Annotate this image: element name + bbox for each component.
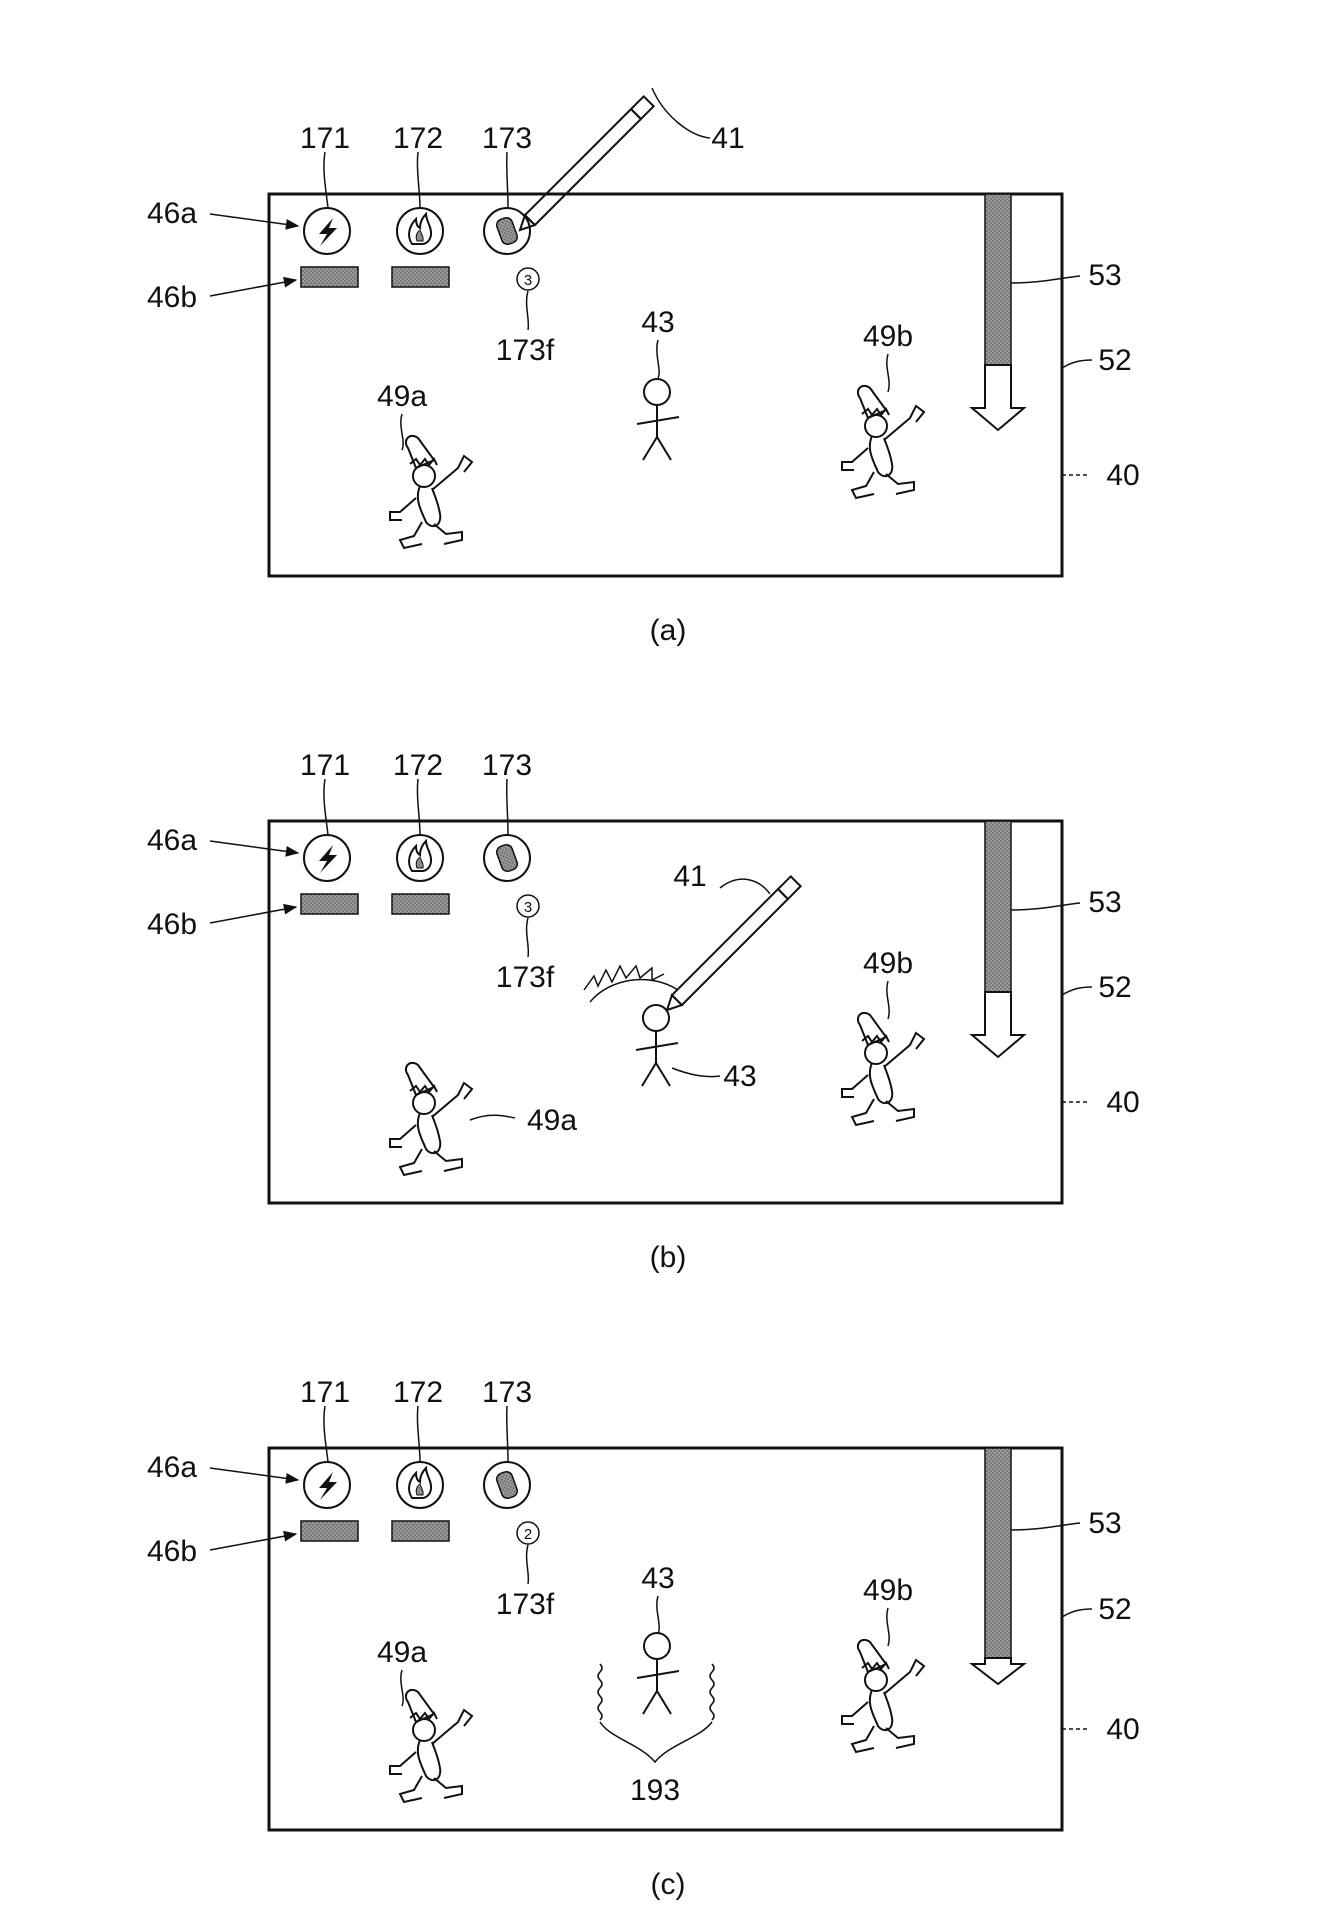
label-173: 173 xyxy=(482,122,532,155)
label-172: 172 xyxy=(393,749,443,782)
down-arrow-icon xyxy=(969,991,1027,1059)
aura-effect-left xyxy=(597,1663,603,1721)
fire-icon xyxy=(396,834,444,882)
label-171: 171 xyxy=(300,122,350,155)
label-40: 40 xyxy=(1106,1086,1139,1119)
enemy-elf-b xyxy=(841,1638,925,1753)
screen-frame xyxy=(267,819,1064,1205)
lightning-icon xyxy=(303,207,351,255)
label-53: 53 xyxy=(1088,1507,1121,1540)
caption-b: (b) xyxy=(650,1241,687,1274)
label-173: 173 xyxy=(482,1376,532,1409)
fire-icon xyxy=(396,1461,444,1509)
panel-b: 171 172 173 3 173f 46a 46b 41 43 49a 49b xyxy=(147,749,1140,1274)
caption-c: (c) xyxy=(651,1868,686,1901)
label-171: 171 xyxy=(300,1376,350,1409)
label-46b: 46b xyxy=(147,281,197,314)
item-count: 3 xyxy=(524,272,532,289)
label-43: 43 xyxy=(723,1060,756,1093)
stylus xyxy=(661,875,802,1016)
label-43: 43 xyxy=(641,1562,674,1595)
skill-bar xyxy=(391,1520,450,1542)
label-171: 171 xyxy=(300,749,350,782)
player-character xyxy=(636,1632,680,1715)
label-49a: 49a xyxy=(377,1636,427,1669)
label-46b: 46b xyxy=(147,908,197,941)
label-53: 53 xyxy=(1088,259,1121,292)
capsule-icon xyxy=(483,1461,531,1509)
gauge-fill xyxy=(984,193,1012,366)
label-41: 41 xyxy=(711,122,744,155)
label-40: 40 xyxy=(1106,459,1139,492)
enemy-elf-a xyxy=(389,1688,473,1803)
gauge xyxy=(969,193,1027,432)
label-173: 173 xyxy=(482,749,532,782)
skill-bar xyxy=(391,893,450,915)
aura-effect-right xyxy=(709,1663,715,1721)
label-52: 52 xyxy=(1098,971,1131,1004)
skill-bar xyxy=(300,893,359,915)
label-46b: 46b xyxy=(147,1535,197,1568)
player-character xyxy=(635,1004,679,1087)
down-arrow-icon xyxy=(969,1657,1027,1686)
item-count: 3 xyxy=(524,899,532,916)
skill-bar xyxy=(300,1520,359,1542)
capsule-icon xyxy=(483,207,531,255)
enemy-elf-a xyxy=(389,1061,473,1176)
label-41: 41 xyxy=(673,860,706,893)
player-character xyxy=(636,378,680,461)
label-173f: 173f xyxy=(496,334,555,367)
spark-effect xyxy=(583,964,665,991)
label-172: 172 xyxy=(393,1376,443,1409)
label-40: 40 xyxy=(1106,1713,1139,1746)
enemy-elf-a xyxy=(389,434,473,549)
label-172: 172 xyxy=(393,122,443,155)
down-arrow-icon xyxy=(969,364,1027,432)
enemy-elf-b xyxy=(841,384,925,499)
lightning-icon xyxy=(303,1461,351,1509)
gauge-fill xyxy=(984,1447,1012,1659)
gauge-fill xyxy=(984,820,1012,993)
panel-a: 171 172 173 3 173f 46a 46b 41 43 49a xyxy=(147,87,1140,647)
gauge xyxy=(969,820,1027,1059)
enemy-elf-b xyxy=(841,1011,925,1126)
label-52: 52 xyxy=(1098,344,1131,377)
stylus xyxy=(514,95,655,236)
label-46a: 46a xyxy=(147,1451,197,1484)
label-53: 53 xyxy=(1088,886,1121,919)
fire-icon xyxy=(396,207,444,255)
label-173f: 173f xyxy=(496,961,555,994)
label-46a: 46a xyxy=(147,197,197,230)
label-193: 193 xyxy=(630,1774,680,1807)
gauge xyxy=(969,1447,1027,1686)
capsule-icon xyxy=(483,834,531,882)
lightning-icon xyxy=(303,834,351,882)
caption-a: (a) xyxy=(650,614,687,647)
item-count: 2 xyxy=(524,1526,532,1543)
label-46a: 46a xyxy=(147,824,197,857)
label-49b: 49b xyxy=(863,1574,913,1607)
skill-bar xyxy=(391,266,450,288)
label-49b: 49b xyxy=(863,947,913,980)
label-49a: 49a xyxy=(527,1104,577,1137)
screen-frame xyxy=(267,192,1064,578)
screen-frame xyxy=(267,1446,1064,1832)
label-52: 52 xyxy=(1098,1593,1131,1626)
label-49a: 49a xyxy=(377,380,427,413)
skill-bar xyxy=(300,266,359,288)
label-43: 43 xyxy=(641,306,674,339)
label-173f: 173f xyxy=(496,1588,555,1621)
label-49b: 49b xyxy=(863,320,913,353)
panel-c: 171 172 173 2 173f 46a 46b 43 193 49a 49… xyxy=(147,1376,1140,1901)
